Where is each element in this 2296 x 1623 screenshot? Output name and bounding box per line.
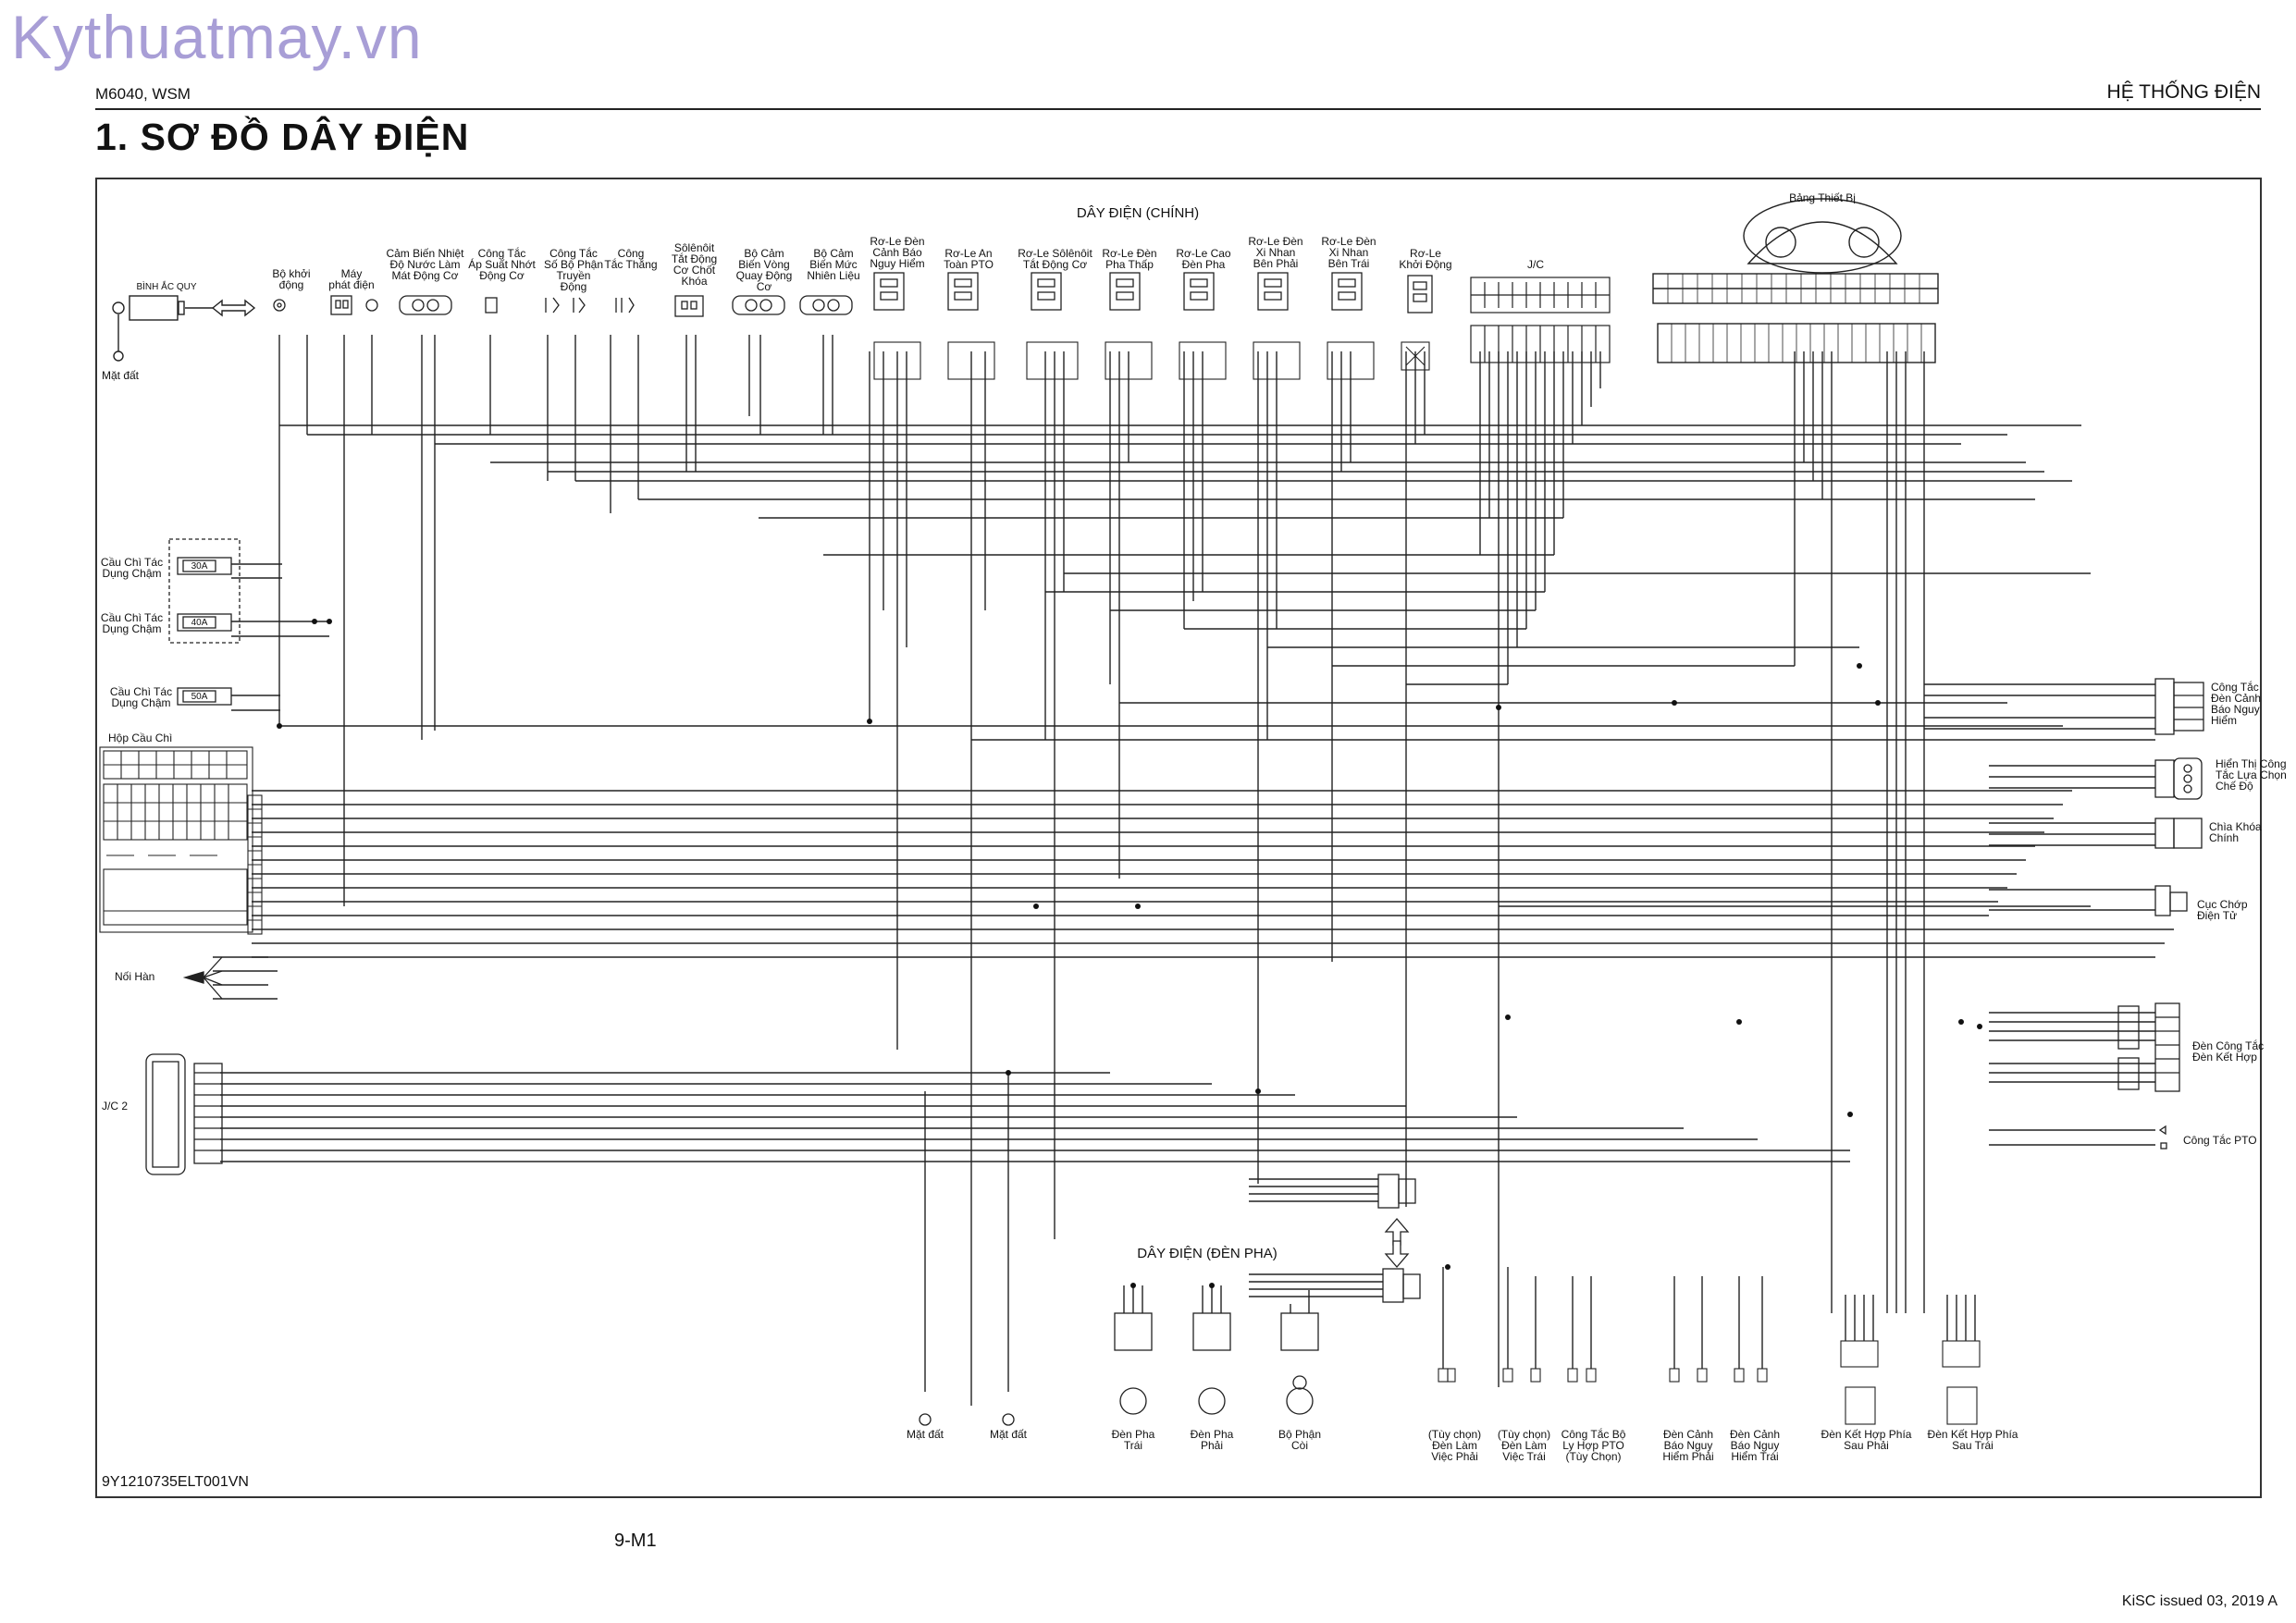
section-label: HỆ THỐNG ĐIỆN: [2106, 81, 2261, 103]
ground-2-label: Mặt đất: [989, 1428, 1028, 1441]
right-work-light-label: (Tùy chọn) Đèn Làm Việc Phải: [1427, 1428, 1482, 1463]
low-beam-relay-label: Rơ-Le Đèn Pha Thấp: [1102, 247, 1157, 271]
fuse-50a-rating: 50A: [191, 692, 208, 702]
starter-relay-label: Rơ-Le Khởi Động: [1399, 247, 1452, 271]
pto-safety-relay-label: Rơ-Le An Toàn PTO: [944, 247, 994, 271]
ground-1-label: Mặt đất: [906, 1428, 944, 1441]
harness-headlight-label: DÂY ĐIỆN (ĐÈN PHA): [1137, 1246, 1278, 1261]
mode-selector-indicator-label: Hiển Thị Công Tắc Lựa Chọn Chế Độ: [2216, 757, 2287, 793]
fuel-shutoff-solenoid-label: Sôlênôit Tắt Động Cơ Chốt Khóa: [671, 241, 718, 288]
coolant-temp-sensor-label: Cảm Biến Nhiệt Độ Nước Làm Mát Động Cơ: [386, 247, 464, 282]
right-headlight-label: Đèn Pha Phải: [1190, 1428, 1234, 1452]
fuel-level-sensor-label: Bộ Cảm Biến Mức Nhiên Liệu: [807, 247, 860, 282]
brake-switch-label: Công Tắc Thắng: [604, 247, 658, 271]
right-turn-relay-label: Rơ-Le Đèn Xi Nhan Bên Phải: [1248, 235, 1303, 270]
high-beam-relay-label: Rơ-Le Cao Đèn Pha: [1176, 247, 1231, 271]
gear-switch-label: Công Tắc Số Bộ Phận Truyền Động: [543, 247, 604, 293]
fuse-50a-label: Cầu Chì Tác Dụng Chậm: [109, 685, 173, 709]
fuse-30a-rating: 30A: [191, 561, 208, 572]
fuse-30a-label: Cầu Chì Tác Dụng Chậm: [100, 556, 164, 580]
main-key-switch-label: Chìa Khóa Chính: [2209, 820, 2262, 844]
ground-label: Mặt đất: [102, 369, 140, 382]
right-rear-combination-lamp-label: Đèn Kết Hợp Phía Sau Phải: [1821, 1428, 1912, 1452]
page-number: 9-M1: [614, 1531, 657, 1551]
engine-speed-sensor-label: Bộ Cảm Biến Vòng Quay Động Cơ: [735, 247, 793, 293]
wiring-diagram-frame: [95, 178, 2262, 1498]
oil-pressure-switch-label: Công Tắc Áp Suất Nhớt Động Cơ: [468, 247, 536, 282]
left-work-light-label: (Tùy chọn) Đèn Làm Việc Trái: [1497, 1428, 1551, 1463]
horn-label: Bộ Phận Còi: [1278, 1428, 1322, 1452]
left-hazard-lamp-label: Đèn Cảnh Báo Nguy Hiểm Trái: [1729, 1428, 1781, 1463]
starter-label: Bộ khởi động: [272, 267, 311, 291]
alternator-label: Máy phát điện: [328, 267, 375, 291]
hazard-relay-label: Rơ-Le Đèn Cảnh Báo Nguy Hiểm: [870, 235, 925, 270]
jc2-label: J/C 2: [102, 1100, 129, 1113]
page-title: 1. SƠ ĐỒ DÂY ĐIỆN: [95, 116, 470, 158]
fuse-box-label: Hộp Cầu Chì: [108, 732, 173, 744]
right-hazard-lamp-label: Đèn Cảnh Báo Nguy Hiểm Phải: [1662, 1428, 1714, 1463]
flasher-unit-label: Cục Chớp Điện Tử: [2197, 898, 2248, 922]
footer-issue: KiSC issued 03, 2019 A: [2121, 1593, 2277, 1609]
jc-label: J/C: [1527, 258, 1544, 271]
combination-switch-label: Đèn Công Tắc Đèn Kết Hợp: [2192, 1039, 2265, 1064]
fuse-40a-rating: 40A: [191, 618, 208, 628]
document-id: 9Y1210735ELT001VN: [102, 1474, 249, 1490]
harness-main-label: DÂY ĐIỆN (CHÍNH): [1076, 205, 1200, 221]
battery-label: BÌNH ẮC QUY: [136, 282, 197, 292]
header-rule: [95, 108, 2261, 110]
watermark: Kythuatmay.vn: [11, 3, 423, 71]
weld-label: Nối Hàn: [115, 970, 155, 983]
stop-solenoid-relay-label: Rơ-Le Sôlênôit Tắt Động Cơ: [1018, 247, 1092, 271]
pto-switch-label: Công Tắc PTO: [2183, 1134, 2257, 1147]
pto-clutch-switch-label: Công Tắc Bộ Ly Hợp PTO (Tùy Chọn): [1561, 1428, 1626, 1463]
left-turn-relay-label: Rơ-Le Đèn Xi Nhan Bên Trái: [1321, 235, 1376, 270]
model-label: M6040, WSM: [95, 85, 191, 103]
left-headlight-label: Đèn Pha Trái: [1111, 1428, 1155, 1452]
instrument-panel-label: Bảng Thiết Bị: [1789, 191, 1856, 204]
left-rear-combination-lamp-label: Đèn Kết Hợp Phía Sau Trái: [1927, 1428, 2018, 1452]
fuse-40a-label: Cầu Chì Tác Dụng Chậm: [100, 611, 164, 635]
hazard-switch-label: Công Tắc Đèn Cảnh Báo Nguy Hiểm: [2211, 681, 2262, 727]
